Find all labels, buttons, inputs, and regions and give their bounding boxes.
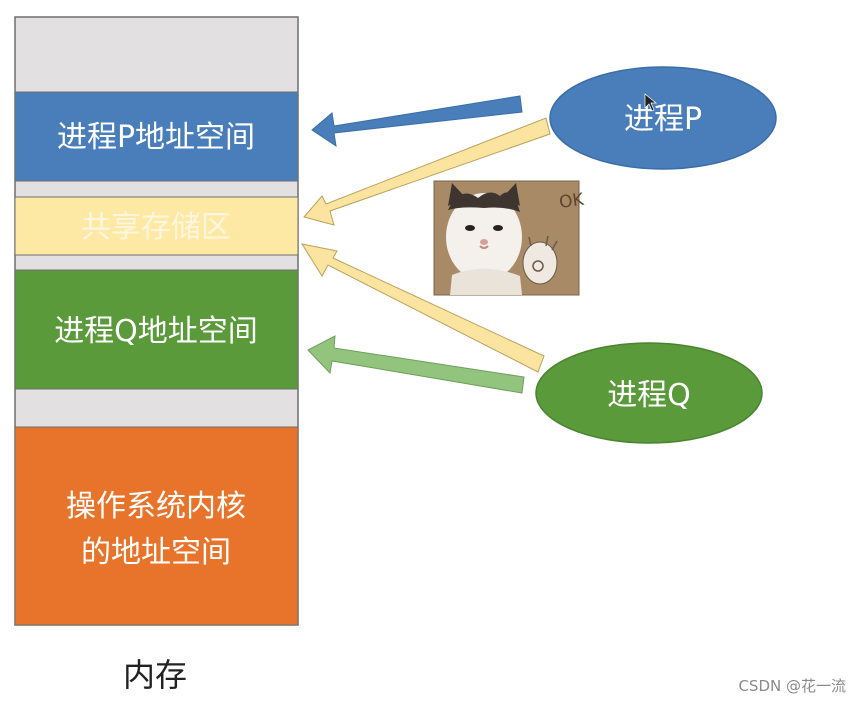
arrow-q-to-shared <box>300 243 545 373</box>
csdn-watermark: CSDN @花一流 <box>738 677 846 695</box>
sticker-ok-text: OK <box>558 190 586 213</box>
shared-memory-segment <box>14 196 299 256</box>
process-p-node: 进程P <box>549 66 777 170</box>
arrow-p-to-shared <box>303 117 551 226</box>
process-q-node: 进程Q <box>535 342 763 444</box>
cat-ok-sticker: OK <box>433 180 586 296</box>
mouse-cursor-icon <box>644 93 657 112</box>
kernel-label-line1: 操作系统内核 <box>66 489 246 524</box>
process-p-segment <box>14 91 299 182</box>
process-q-ellipse <box>535 342 763 444</box>
kernel-segment <box>14 426 299 626</box>
arrow-p-to-p-space <box>311 95 523 148</box>
process-p-label: 进程P <box>624 102 702 137</box>
process-p-ellipse <box>549 66 777 170</box>
kernel-label-line2: 的地址空间 <box>81 535 231 570</box>
process-p-segment-label: 进程P地址空间 <box>57 120 255 155</box>
memory-caption: 内存 <box>122 656 187 694</box>
process-q-segment-label: 进程Q地址空间 <box>54 314 258 349</box>
shared-memory-label: 共享存储区 <box>81 210 231 245</box>
memory-column: 进程P地址空间 共享存储区 进程Q地址空间 操作系统内核 的地址空间 <box>14 16 299 626</box>
process-q-label: 进程Q <box>607 378 691 413</box>
cat-icon <box>446 193 522 281</box>
process-q-segment <box>14 269 299 390</box>
ok-paw-icon <box>522 241 558 285</box>
arrow-q-to-q-space <box>307 335 525 394</box>
arrows <box>300 95 551 394</box>
